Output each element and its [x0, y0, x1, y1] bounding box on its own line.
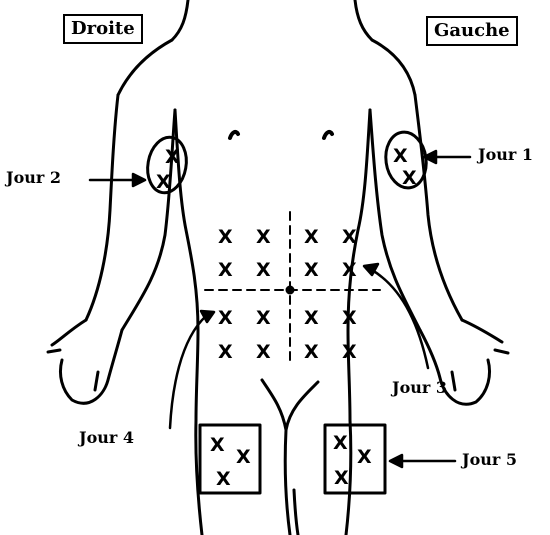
injection-mark: X [218, 307, 233, 329]
arrow-day3-shaft [372, 270, 428, 368]
injection-mark: X [218, 259, 233, 281]
injection-mark: X [304, 307, 319, 329]
injection-mark: X [156, 171, 171, 193]
arm-inner-left [370, 110, 420, 330]
injection-mark: X [334, 467, 349, 489]
callout-day3: Jour 3 [392, 378, 447, 397]
injection-mark: X [393, 145, 408, 167]
label-right-side: Droite [63, 14, 143, 44]
shoulder-left [118, 40, 172, 95]
injection-mark: X [256, 226, 271, 248]
arrow-day2-head [133, 174, 145, 186]
shoulder-right [372, 40, 415, 95]
injection-mark: X [236, 446, 251, 468]
neck-right [355, 0, 372, 40]
arrow-day4-shaft [170, 316, 206, 428]
injection-mark: X [304, 341, 319, 363]
injection-mark: X [342, 226, 357, 248]
leg-inner [285, 430, 298, 535]
injection-mark: X [342, 341, 357, 363]
nipple-right [230, 132, 238, 138]
hand-right [48, 320, 122, 403]
arm-outer-right [86, 95, 118, 320]
injection-mark: X [256, 259, 271, 281]
injection-mark: X [218, 341, 233, 363]
injection-mark: X [210, 434, 225, 456]
arrow-day5-head [390, 455, 402, 467]
neck-left [172, 0, 188, 40]
label-left-side: Gauche [426, 16, 518, 46]
injection-mark: X [402, 167, 417, 189]
injection-mark: X [165, 146, 180, 168]
injection-mark: X [256, 341, 271, 363]
navel [287, 287, 293, 293]
injection-mark: X [218, 226, 233, 248]
arrows [90, 151, 470, 467]
callout-day5: Jour 5 [462, 450, 517, 469]
injection-mark: X [304, 259, 319, 281]
callout-day1: Jour 1 [478, 145, 533, 164]
injection-mark: X [304, 226, 319, 248]
callout-day2: Jour 2 [6, 168, 61, 187]
arm-outer-left [415, 95, 462, 320]
injection-mark: X [342, 307, 357, 329]
crotch [262, 380, 318, 430]
injection-mark: X [216, 468, 231, 490]
injection-mark: X [357, 446, 372, 468]
callout-day4: Jour 4 [79, 428, 134, 447]
injection-mark: X [333, 432, 348, 454]
arm-inner-right [122, 110, 175, 330]
injection-mark: X [342, 259, 357, 281]
nipple-left [324, 132, 332, 138]
injection-mark: X [256, 307, 271, 329]
